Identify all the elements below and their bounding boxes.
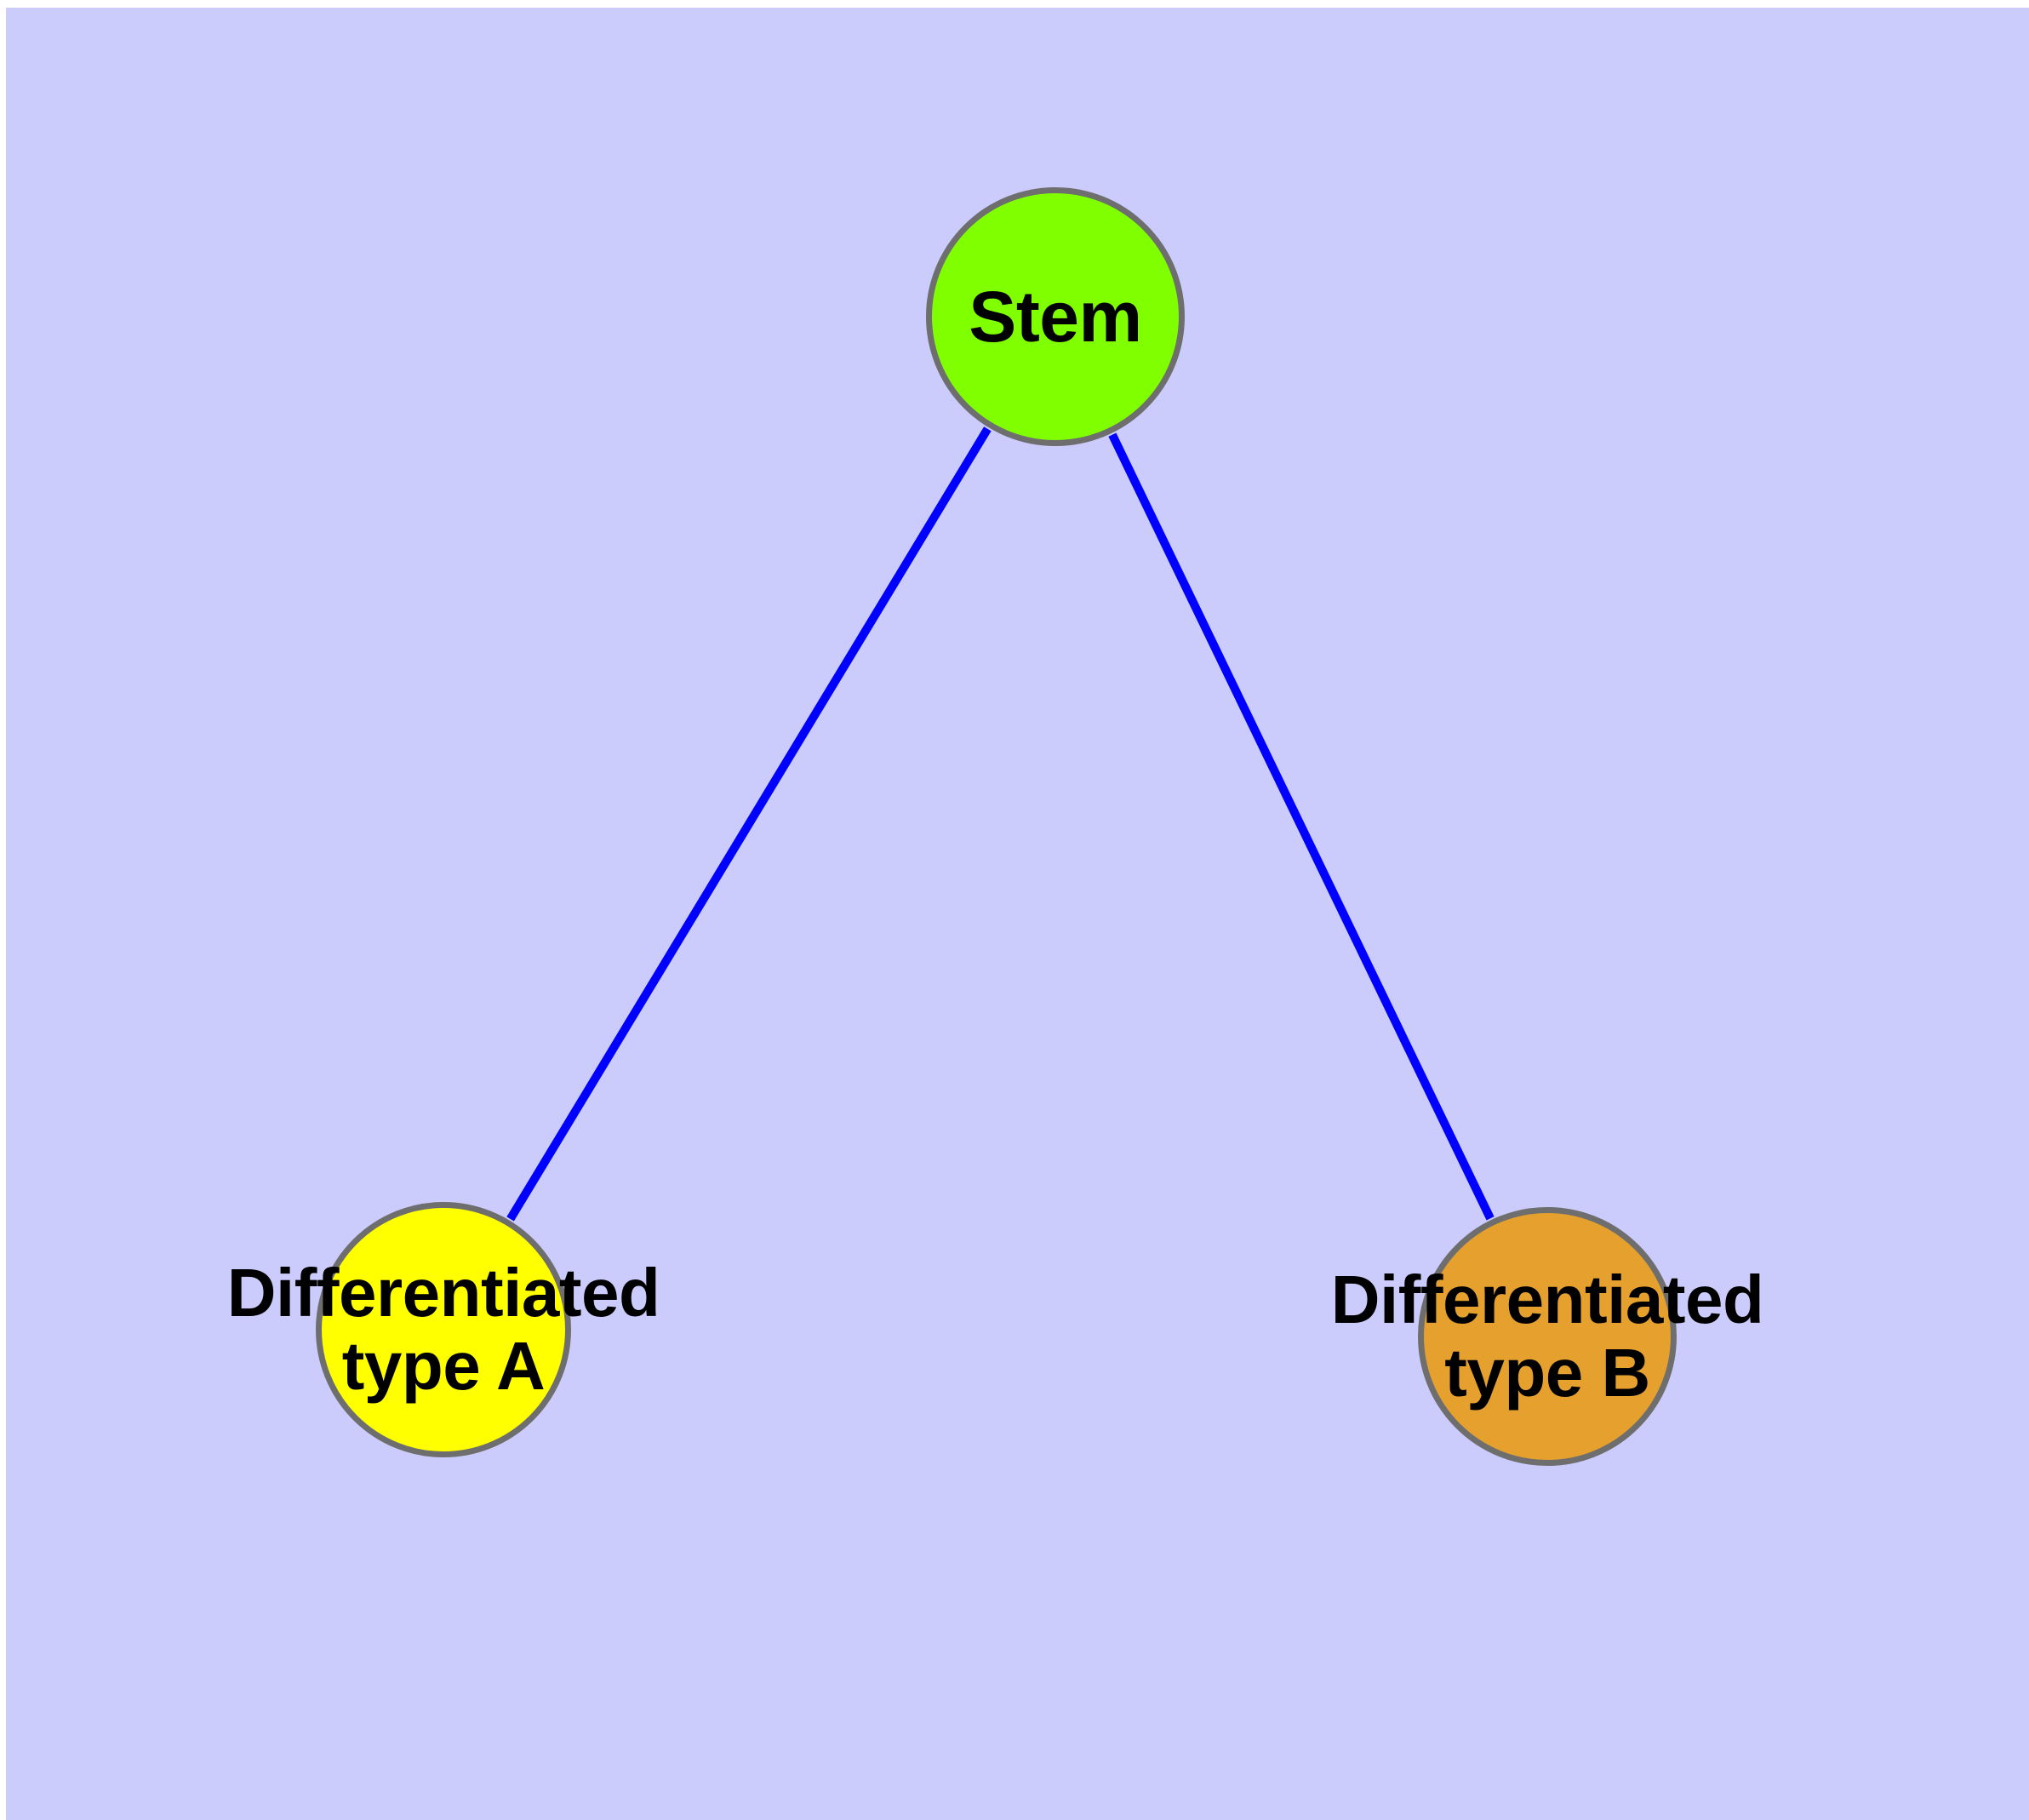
- node-differentiated-type-b[interactable]: [1418, 1207, 1677, 1466]
- node-differentiated-type-a[interactable]: [316, 1202, 571, 1457]
- edge-stem-to-differentiated-type-b: [1108, 432, 1495, 1221]
- node-stem[interactable]: [926, 187, 1185, 446]
- edge-stem-to-differentiated-type-a: [506, 426, 992, 1222]
